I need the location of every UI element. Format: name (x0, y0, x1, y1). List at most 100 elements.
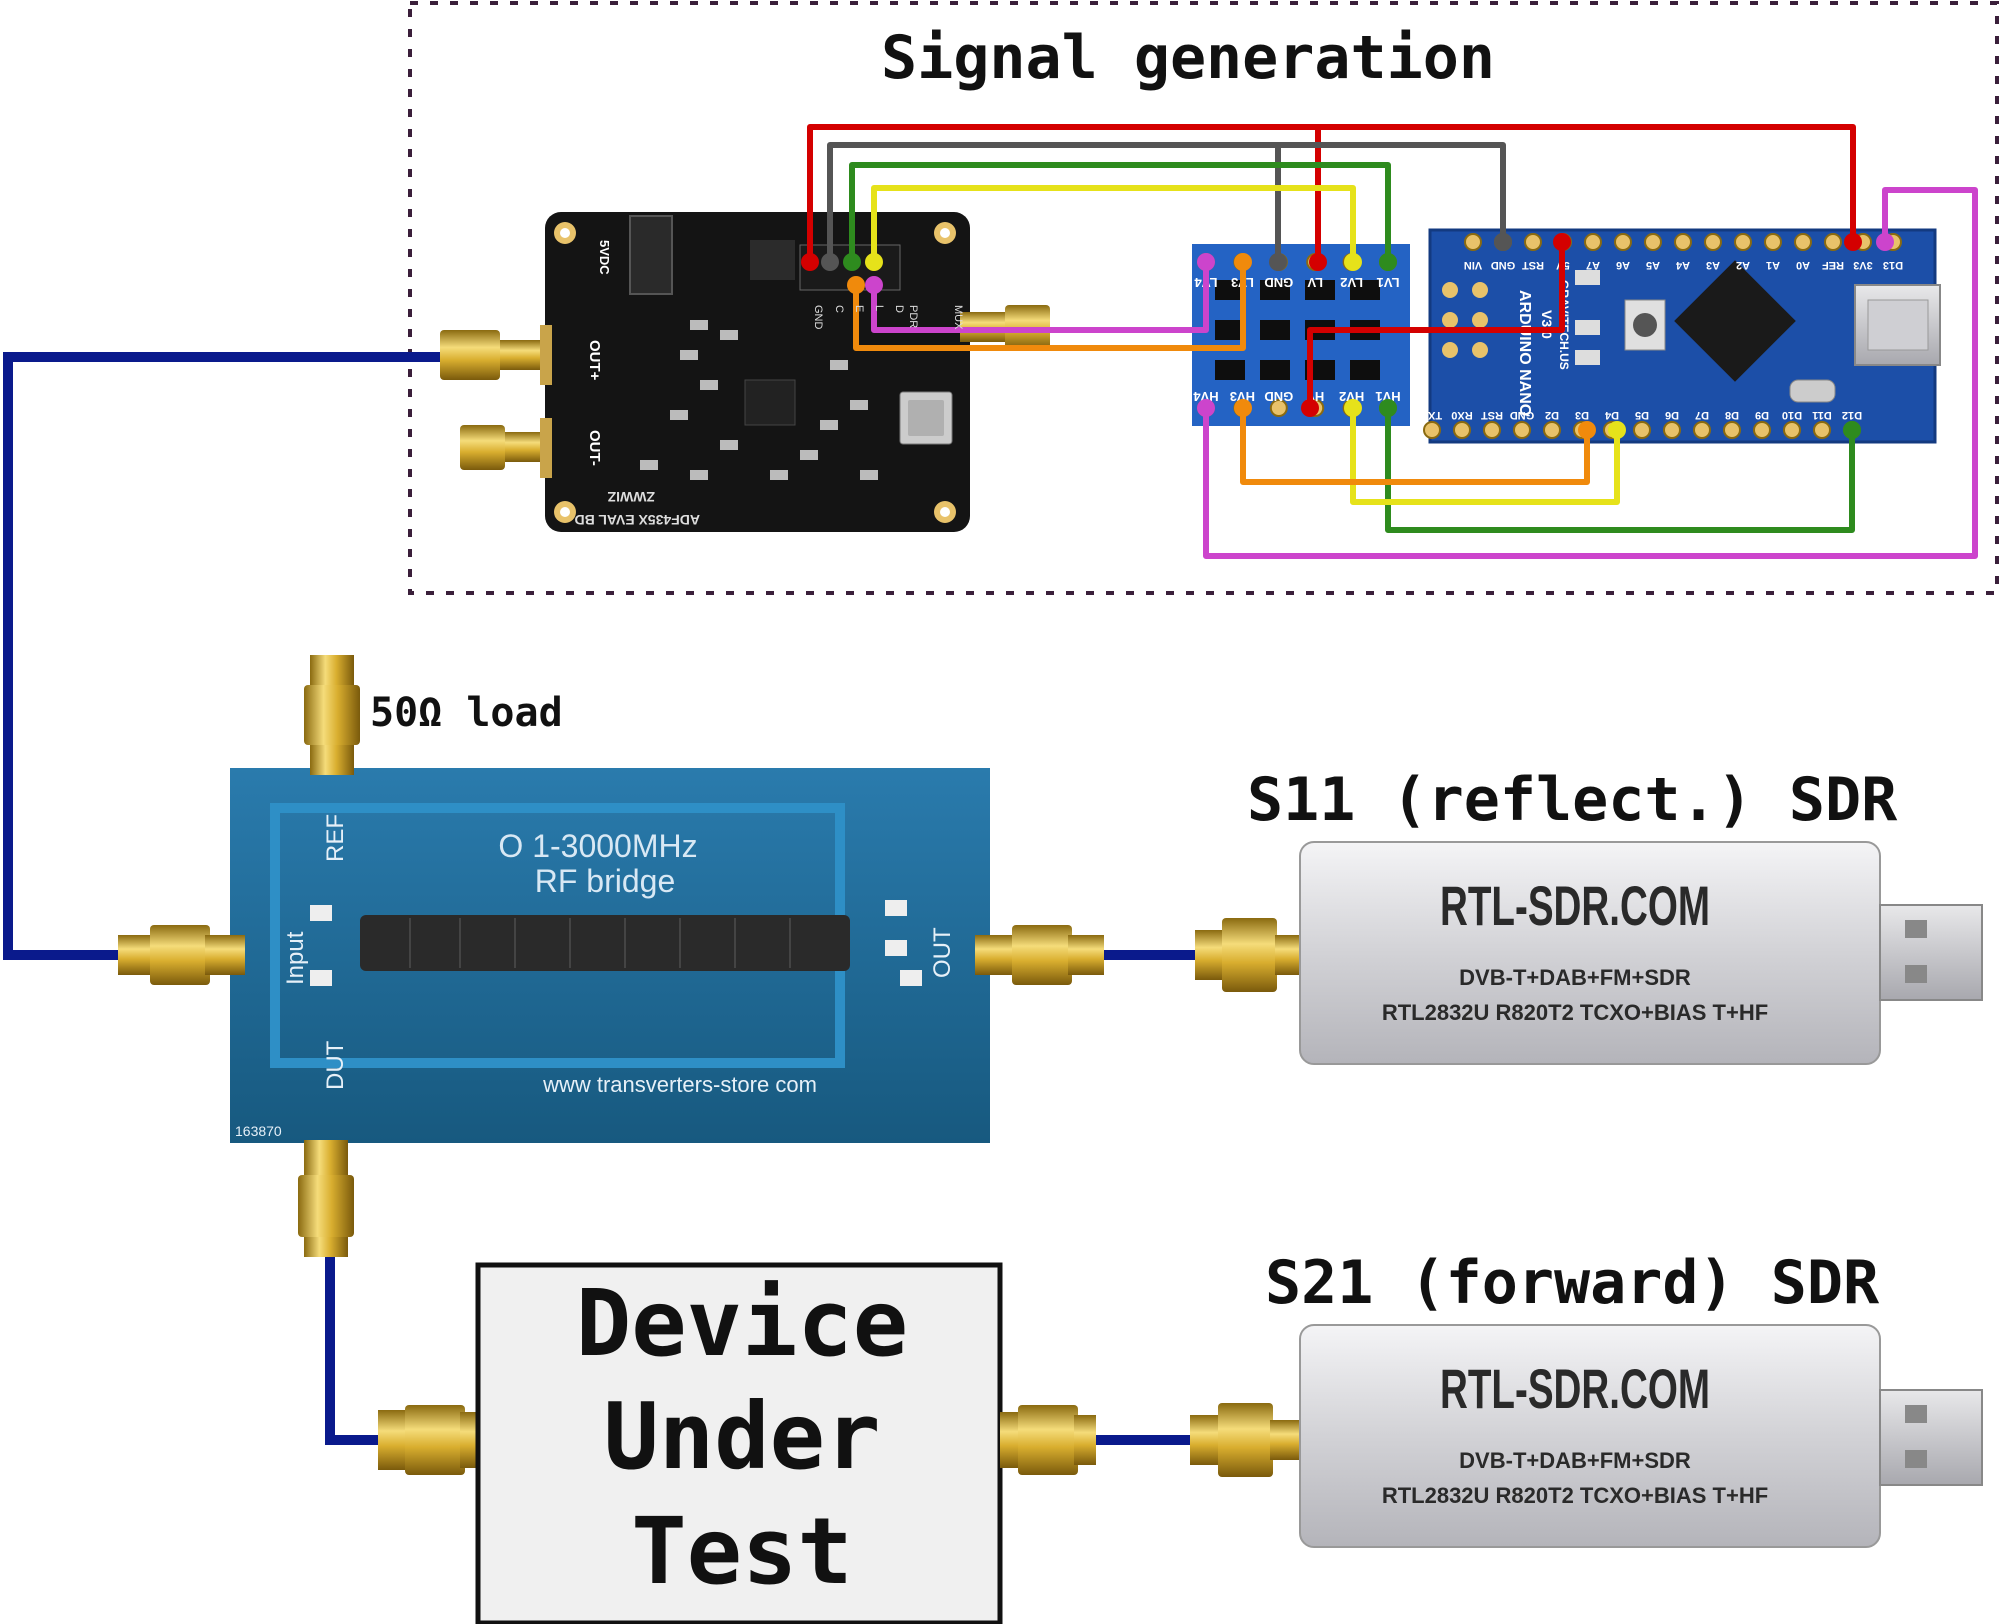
bridge-port-out: OUT (929, 927, 956, 978)
ard-bottom-label-d2: D2 (1545, 409, 1559, 421)
ard-bottom-label-d4: D4 (1604, 409, 1619, 421)
ard-top-pad-a4 (1675, 234, 1691, 250)
ard-top-label-a6: A6 (1616, 259, 1630, 271)
adf-out-plus-label: OUT+ (586, 340, 603, 381)
bridge-port-dut: DUT (322, 1040, 349, 1090)
ls-top-label-gnd: GND (1264, 275, 1293, 290)
sma-bridge-dut (298, 1140, 354, 1257)
signal-generation-title: Signal generation (881, 23, 1495, 93)
s11-brand: RTL-SDR.COM (1440, 874, 1710, 937)
ard-bottom-pad-d7 (1694, 422, 1710, 438)
ard-bottom-label-tx1: TX1 (1422, 409, 1442, 421)
ard-top-pad-a3 (1705, 234, 1721, 250)
ard-bottom-pad-d5 (1634, 422, 1650, 438)
s21-line2: RTL2832U R820T2 TCXO+BIAS T+HF (1382, 1483, 1768, 1508)
ard-top-pad-a1 (1765, 234, 1781, 250)
ls-top-label-lv: LV (1307, 275, 1323, 290)
ard-bottom-label-d10: D10 (1782, 409, 1802, 421)
ard-bottom-label-d9: D9 (1755, 409, 1769, 421)
adf-pin-label-e: E (853, 305, 865, 312)
arduino-name: ARDUINO NANO (1516, 290, 1533, 416)
bridge-title-line2: RF bridge (535, 863, 676, 899)
ard-bottom-pad-d6 (1664, 422, 1680, 438)
sdr-s21: RTL-SDR.COM DVB-T+DAB+FM+SDR RTL2832U R8… (1190, 1325, 1982, 1547)
ard-bottom-label-d7: D7 (1695, 409, 1709, 421)
ls-top-label-lv2: LV2 (1340, 275, 1363, 290)
ard-top-pad-rst (1525, 234, 1541, 250)
s21-line1: DVB-T+DAB+FM+SDR (1459, 1448, 1691, 1473)
adf-label-sub: ZWWIZ (607, 489, 655, 505)
ard-bottom-label-d5: D5 (1635, 409, 1649, 421)
ard-top-label-a7: A7 (1586, 259, 1600, 271)
ard-top-pad-vin (1465, 234, 1481, 250)
device-under-test: Device Under Test (378, 1265, 1096, 1623)
ard-top-pad-a2 (1735, 234, 1751, 250)
ard-bottom-label-d3: D3 (1575, 409, 1589, 421)
ard-top-label-d13: D13 (1883, 259, 1903, 271)
dut-line2: Under (604, 1383, 881, 1490)
adf-pin-label-c: C (833, 305, 845, 313)
ard-top-pad-a7 (1585, 234, 1601, 250)
bridge-port-ref: REF (322, 814, 349, 862)
ard-top-label-a2: A2 (1736, 259, 1750, 271)
ard-bottom-pad-tx1 (1424, 422, 1440, 438)
adf-pin-label-d: D (893, 305, 905, 313)
ard-top-label-ref: REF (1822, 259, 1844, 271)
ard-bottom-label-d8: D8 (1725, 409, 1739, 421)
bridge-serial: 163870 (235, 1123, 282, 1139)
adf-dc-label: 5VDC (597, 240, 612, 275)
adf-pin-label-l: L (873, 305, 885, 311)
ard-bottom-pad-rx0 (1454, 422, 1470, 438)
ard-top-label-a4: A4 (1675, 259, 1690, 271)
ard-top-pad-ref (1825, 234, 1841, 250)
s11-line1: DVB-T+DAB+FM+SDR (1459, 965, 1691, 990)
ard-bottom-pad-d11 (1814, 422, 1830, 438)
adf435x-board: 5VDC ADF435X EVAL BD ZWWIZ OUT+ OUT- (440, 212, 1050, 532)
ard-top-label-a0: A0 (1796, 259, 1810, 271)
ls-top-label-lv1: LV1 (1377, 275, 1400, 290)
sma-ref-load (304, 655, 360, 775)
ard-bottom-label-gnd: GND (1510, 409, 1535, 421)
bridge-title-line1: O 1-3000MHz (498, 828, 697, 864)
adf-sma-out-plus (440, 325, 552, 385)
ard-bottom-pad-rst (1484, 422, 1500, 438)
adf-pin-label-pdr: PDR (907, 305, 919, 328)
adf-sma-out-minus (460, 418, 552, 478)
ard-top-pad-a5 (1645, 234, 1661, 250)
rf-bridge-board: O 1-3000MHz RF bridge www transverters-s… (118, 655, 1104, 1257)
ard-bottom-label-rst: RST (1481, 409, 1503, 421)
adf-pin-label-gnd: GND (812, 305, 824, 330)
ard-bottom-label-d6: D6 (1665, 409, 1679, 421)
ard-top-label-rst: RST (1522, 259, 1544, 271)
ard-bottom-label-d11: D11 (1812, 409, 1832, 421)
ard-top-label-vin: VIN (1464, 259, 1482, 271)
ard-bottom-pad-d2 (1544, 422, 1560, 438)
ard-bottom-pad-d10 (1784, 422, 1800, 438)
adf-out-minus-label: OUT- (586, 430, 603, 466)
ard-top-label-gnd: GND (1491, 259, 1516, 271)
ard-bottom-pad-gnd (1514, 422, 1530, 438)
s11-line2: RTL2832U R820T2 TCXO+BIAS T+HF (1382, 1000, 1768, 1025)
ard-top-label-a3: A3 (1706, 259, 1720, 271)
bridge-port-input: Input (282, 931, 309, 985)
s21-label: S21 (forward) SDR (1265, 1248, 1880, 1318)
dut-line3: Test (631, 1498, 853, 1605)
ard-top-pad-a0 (1795, 234, 1811, 250)
sma-bridge-out (975, 925, 1104, 985)
arduino-version: V3.0 (1539, 310, 1555, 339)
ard-top-label-a5: A5 (1646, 259, 1660, 271)
arduino-nano-board: ARDUINO NANO V3.0 GRAVITECH.US D12D11D10… (1422, 230, 1940, 442)
load-label: 50Ω load (370, 690, 563, 736)
arduino-top-pins: D12D11D10D9D8D7D6D5D4D3D2GNDRSTRX0TX1 (1422, 409, 1862, 438)
ard-top-label-3v3: 3V3 (1853, 259, 1873, 271)
bridge-url: www transverters-store com (542, 1072, 817, 1097)
ard-top-pad-a6 (1615, 234, 1631, 250)
ard-bottom-label-rx0: RX0 (1451, 409, 1472, 421)
adf-label-main: ADF435X EVAL BD (574, 512, 700, 528)
adf-pin-label-mux: MUX (952, 305, 964, 330)
ard-bottom-pad-d9 (1754, 422, 1770, 438)
level-shifter-board: LV4LV3GNDLVLV2LV1 HV4HV3GNDHVHV2HV1 (1192, 244, 1410, 426)
s21-brand: RTL-SDR.COM (1440, 1357, 1710, 1420)
